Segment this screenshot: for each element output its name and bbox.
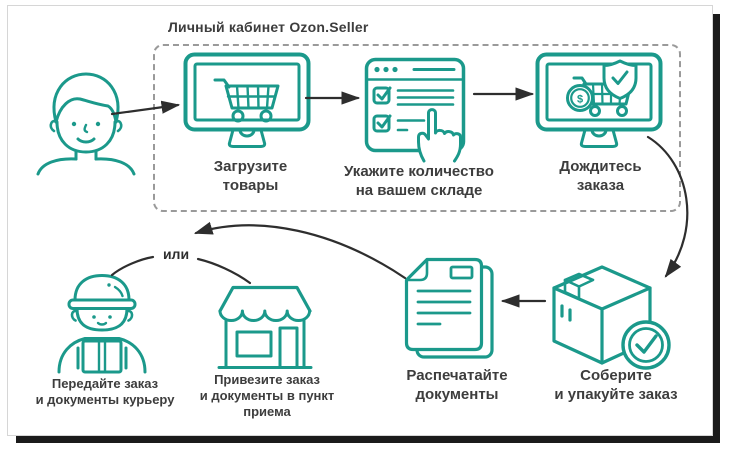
pack-order-label: Соберите и упакуйте заказ — [532, 366, 700, 404]
label-line: товары — [222, 177, 279, 194]
label-line: и документы курьеру — [35, 392, 175, 407]
label-line: заказа — [576, 177, 625, 194]
set-quantity-label: Укажите количество на вашем складе — [328, 162, 510, 200]
seller-person-icon — [30, 62, 142, 174]
cabinet-dashed-border — [153, 44, 681, 212]
label-line: Распечатайте — [406, 367, 508, 384]
label-line: и упакуйте заказ — [554, 386, 678, 403]
or-label: или — [162, 246, 190, 262]
courier-handover-label: Передайте заказ и документы курьеру — [15, 376, 195, 408]
label-line: Укажите количество — [344, 163, 494, 180]
courier-icon — [52, 272, 152, 372]
storefront-icon — [206, 282, 324, 374]
browser-checklist-hand-icon — [364, 57, 476, 163]
package-check-icon — [548, 264, 678, 371]
upload-products-label: Загрузите товары — [178, 157, 323, 195]
label-line: документы — [415, 386, 499, 403]
monitor-cart-icon — [182, 51, 312, 153]
page-title: Личный кабинет Ozon.Seller — [168, 19, 369, 35]
label-line: Привезите заказ — [214, 372, 320, 387]
wait-order-label: Дождитесь заказа — [528, 157, 673, 195]
label-line: приема — [243, 404, 291, 419]
label-line: Соберите — [580, 367, 652, 384]
pickup-point-label: Привезите заказ и документы в пункт прие… — [188, 372, 346, 420]
label-line: и документы в пункт — [199, 388, 335, 403]
monitor-paid-order-icon: $ — [534, 51, 664, 153]
label-line: на вашем складе — [355, 182, 483, 199]
label-line: Дождитесь — [559, 158, 642, 175]
print-documents-label: Распечатайте документы — [382, 366, 532, 404]
documents-icon — [404, 257, 499, 360]
label-line: Загрузите — [213, 158, 288, 175]
label-line: Передайте заказ — [51, 376, 159, 391]
svg-text:$: $ — [577, 94, 583, 106]
